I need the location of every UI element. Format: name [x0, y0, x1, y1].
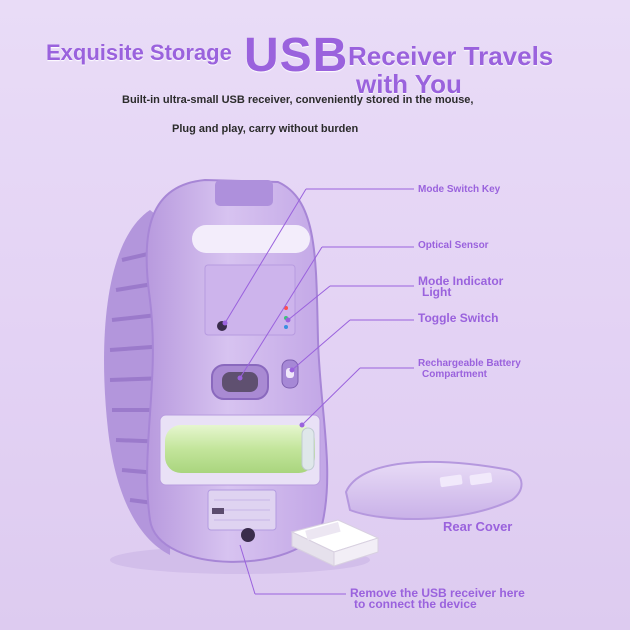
- label-battery-line2: Compartment: [422, 369, 488, 380]
- label-rear-cover: Rear Cover: [443, 519, 513, 534]
- mode-switch-key[interactable]: [215, 180, 273, 206]
- label-mode-indicator-line1: Mode Indicator: [418, 274, 504, 288]
- rear-cover[interactable]: [344, 460, 523, 520]
- label-mode-indicator: Mode Indicator Light: [418, 274, 504, 299]
- label-mode-switch-key: Mode Switch Key: [418, 184, 501, 195]
- subtitle-line2: Plug and play, carry without burden: [172, 123, 359, 135]
- sensor-panel: [204, 264, 296, 336]
- subtitle-line1: Built-in ultra-small USB receiver, conve…: [122, 94, 474, 106]
- label-usb-receiver: Remove the USB receiver here to connect …: [350, 586, 525, 611]
- indicator-led-blue: [284, 325, 288, 329]
- label-toggle-switch: Toggle Switch: [418, 311, 499, 325]
- label-optical-sensor: Optical Sensor: [418, 240, 489, 251]
- battery-terminal: [301, 427, 315, 471]
- rechargeable-battery: [165, 425, 315, 473]
- callout-lines: [224, 188, 414, 595]
- usb-receiver[interactable]: [290, 519, 380, 567]
- headline-right-line2: with You: [356, 69, 462, 99]
- label-usb-line1: Remove the USB receiver here: [350, 586, 525, 600]
- headline-right-line1: Receiver Travels: [348, 41, 554, 71]
- glide-pad-top: [192, 225, 310, 253]
- label-mode-indicator-line2: Light: [422, 285, 452, 299]
- screw-hole: [241, 528, 255, 542]
- headline-usb: USB: [244, 29, 349, 82]
- headline-left: Exquisite Storage: [46, 40, 232, 65]
- headline-right: Receiver Travels with You: [348, 42, 608, 98]
- label-usb-line2: to connect the device: [354, 597, 477, 611]
- optical-sensor-lens: [222, 372, 258, 392]
- label-battery-line1: Rechargeable Battery: [418, 358, 521, 369]
- label-battery-compartment: Rechargeable Battery Compartment: [418, 358, 521, 380]
